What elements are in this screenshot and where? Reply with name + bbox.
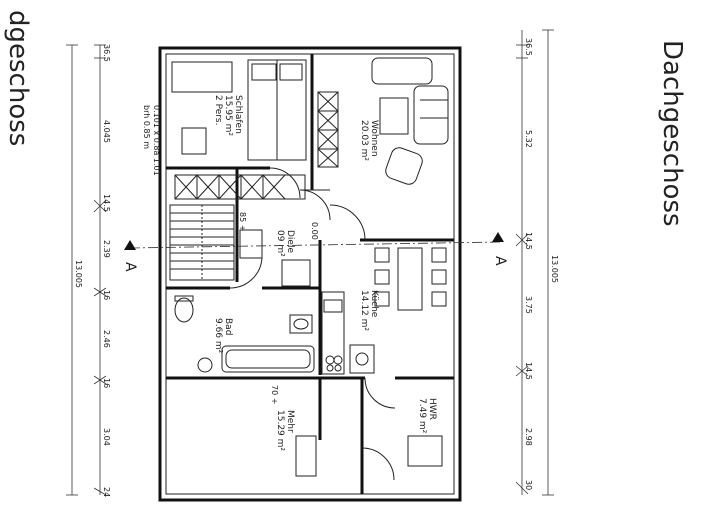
svg-text:Schlafen: Schlafen [233, 95, 243, 134]
left-dim-2: 14.5 [102, 194, 111, 212]
staircase [169, 204, 235, 281]
svg-text:HWR: HWR [427, 398, 437, 420]
right-dim-1: 5.32 [524, 130, 533, 148]
section-mark-right: A [492, 256, 508, 266]
window-note-1: 0.101 x 0.8a 1.01 [152, 105, 161, 176]
heading-left: dgeschoss [3, 10, 33, 146]
svg-text:Wohnen: Wohnen [369, 120, 379, 157]
bath-fixtures [174, 295, 315, 373]
left-total-dim: 13.005 [74, 260, 83, 288]
room-label-bad: Bad 9.66 m² [213, 318, 233, 354]
right-dim-3: 3.75 [524, 296, 533, 314]
svg-text:7.49 m²: 7.49 m² [417, 398, 427, 434]
kitchen-counter [321, 291, 375, 375]
wardrobe [174, 174, 306, 200]
svg-text:9.66 m²: 9.66 m² [213, 318, 223, 354]
room-label-hwr: HWR 7.49 m² [417, 398, 437, 434]
svg-text:15.95 m²: 15.95 m² [223, 95, 233, 136]
left-dim-1: 4.045 [102, 120, 111, 143]
room-label-wohnen: Wohnen 20.03 m² [359, 120, 379, 161]
right-dim-4: 14.5 [524, 362, 533, 380]
right-dim-2: 14.5 [524, 232, 533, 250]
svg-text:09 m²: 09 m² [275, 230, 285, 257]
svg-text:14.12 m²: 14.12 m² [359, 290, 369, 331]
shelf-unit [317, 91, 339, 168]
bed [171, 59, 307, 161]
svg-text:Mehr: Mehr [285, 410, 295, 433]
svg-text:Küche: Küche [369, 290, 379, 318]
left-dim-7: 3.04 [102, 428, 111, 446]
left-dim-8: 24 [102, 487, 111, 497]
room-label-kueche: Küche 14.12 m² [359, 290, 379, 331]
right-total-dim: 13.005 [550, 255, 559, 283]
level-note: 0.00 [310, 222, 319, 240]
right-dim-5: 2.98 [524, 428, 533, 446]
left-dim-3: 2.39 [102, 240, 111, 258]
svg-text:20.03 m²: 20.03 m² [359, 120, 369, 161]
sofa-group [371, 57, 449, 185]
outer-wall [158, 46, 462, 502]
interior-walls [166, 54, 454, 494]
hatched-shaft [181, 127, 443, 477]
dining-table [374, 247, 447, 311]
room-label-mehr: Mehr 15.29 m² [275, 410, 295, 451]
svg-text:15.29 m²: 15.29 m² [275, 410, 285, 451]
svg-text:2 Pers.: 2 Pers. [213, 95, 223, 125]
left-dim-5: 2.46 [102, 330, 111, 348]
section-mark-left: A [122, 262, 138, 272]
dimension-chain-right [515, 29, 554, 496]
stair-note: 85 + [238, 212, 247, 231]
level-note-2: 70 + [270, 385, 279, 404]
room-label-schlafen: Schlafen 15.95 m² 2 Pers. [213, 95, 243, 136]
left-dim-0: 36.5 [102, 44, 111, 62]
left-dim-6: 16 [102, 378, 111, 388]
heading-right: Dachgeschoss [657, 40, 687, 227]
right-dim-6: 30 [524, 480, 533, 490]
window-note-2: brh 0.85 m [142, 105, 151, 149]
left-dim-4: 16 [102, 290, 111, 300]
room-label-flur: Diele 09 m² [275, 230, 295, 257]
svg-text:Bad: Bad [223, 318, 233, 335]
dimension-chain-left [66, 44, 107, 496]
svg-text:Diele: Diele [285, 230, 295, 253]
outer-wall-inner [165, 53, 455, 495]
right-dim-0: 36.5 [524, 38, 533, 56]
section-line [124, 232, 504, 250]
